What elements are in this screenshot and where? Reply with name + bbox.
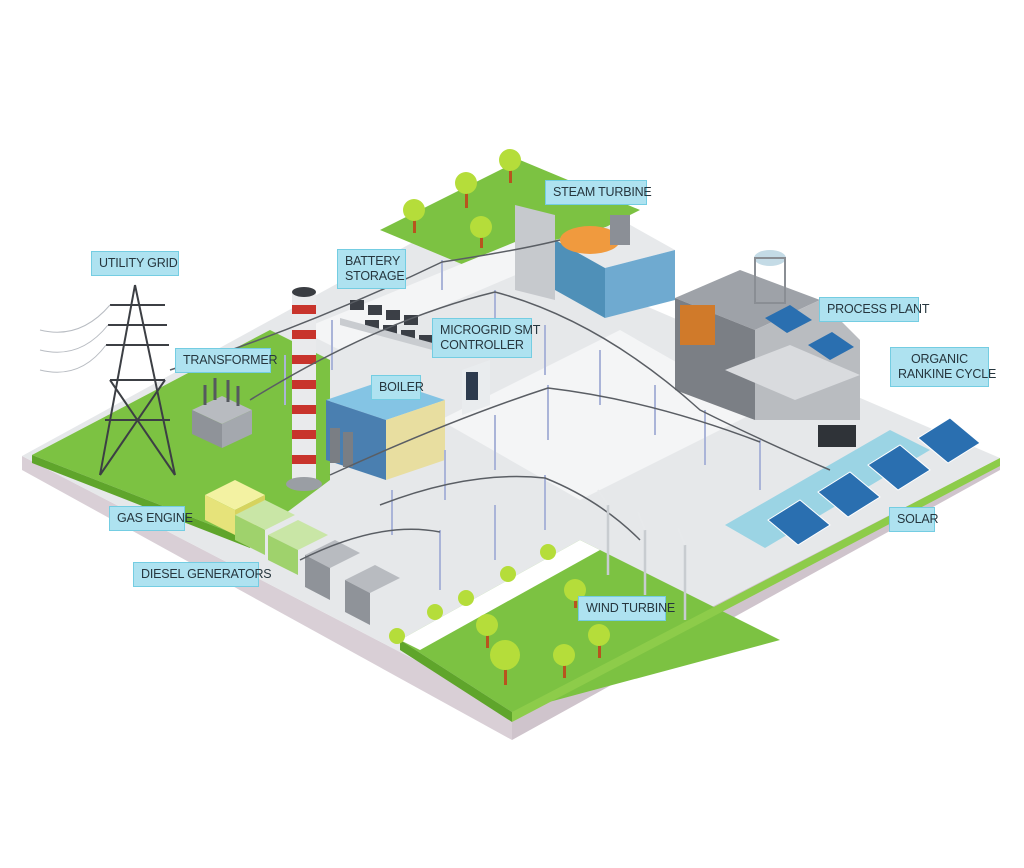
label-boiler: BOILER	[371, 375, 424, 400]
process-plant-building	[675, 250, 860, 447]
label-steam-turbine: STEAM TURBINE	[545, 180, 652, 205]
wind-turbines	[597, 489, 687, 620]
diesel-generator-transformers	[305, 540, 400, 625]
label-text: BATTERY	[345, 254, 401, 268]
battery-storage-units	[340, 300, 440, 352]
label-text: TRANSFORMER	[183, 353, 278, 367]
gas-engine-units	[205, 480, 328, 575]
solar-array	[767, 417, 981, 546]
label-solar: SOLAR	[889, 507, 939, 532]
label-text: PROCESS PLANT	[827, 302, 930, 316]
microgrid-controller-cabinet	[462, 360, 490, 415]
label-text: SOLAR	[897, 512, 939, 526]
label-organic-rankine-cycle: ORGANIC RANKINE CYCLE	[890, 347, 997, 387]
boiler-building	[326, 380, 445, 480]
transmission-pylons	[284, 260, 761, 590]
chimney-stack	[286, 287, 322, 491]
label-battery-storage: BATTERY STORAGE	[337, 249, 406, 289]
label-text: STEAM TURBINE	[553, 185, 652, 199]
label-wind-turbine: WIND TURBINE	[578, 596, 676, 621]
label-text: GAS ENGINE	[117, 511, 193, 525]
label-microgrid-controller: MICROGRID SMT CONTROLLER	[432, 318, 541, 358]
label-text: BOILER	[379, 380, 424, 394]
trees	[389, 149, 610, 685]
label-gas-engine: GAS ENGINE	[109, 506, 193, 531]
label-text: UTILITY GRID	[99, 256, 178, 270]
utility-grid-tower	[39, 284, 176, 476]
label-utility-grid: UTILITY GRID	[91, 251, 179, 276]
transformer-unit	[192, 378, 252, 448]
label-text: WIND TURBINE	[586, 601, 676, 615]
label-text: CONTROLLER	[440, 338, 524, 352]
label-text: ORGANIC	[911, 352, 968, 366]
label-transformer: TRANSFORMER	[175, 348, 278, 373]
label-process-plant: PROCESS PLANT	[819, 297, 930, 322]
label-text: RANKINE CYCLE	[898, 367, 997, 381]
steam-turbine-building	[515, 205, 675, 318]
label-diesel-generators: DIESEL GENERATORS	[133, 562, 272, 587]
label-text: STORAGE	[345, 269, 405, 283]
label-text: DIESEL GENERATORS	[141, 567, 272, 581]
label-text: MICROGRID SMT	[440, 323, 541, 337]
